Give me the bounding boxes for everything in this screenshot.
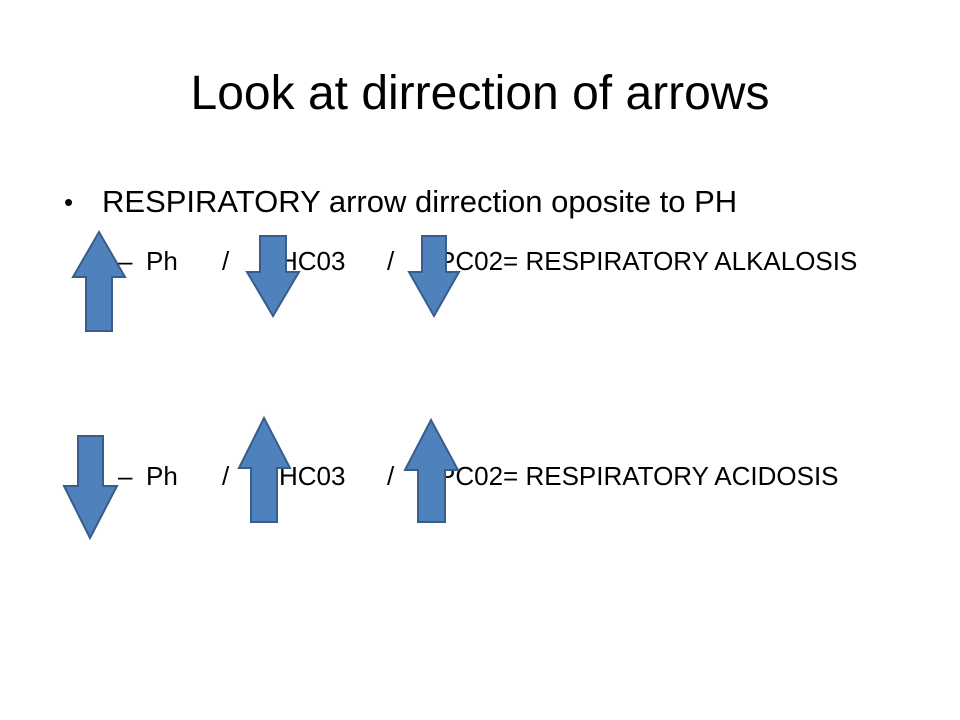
ph-label: Ph xyxy=(146,246,178,276)
bullet-marker: • xyxy=(64,187,74,217)
separator-slash: / xyxy=(387,461,395,491)
pc02-result-label: PC02= RESPIRATORY ALKALOSIS xyxy=(438,246,858,276)
slide-title: Look at dirrection of arrows xyxy=(190,67,770,120)
bullet-text: RESPIRATORY arrow dirrection oposite to … xyxy=(102,184,738,219)
sub-item-dash: – xyxy=(118,461,133,491)
sub-item-acidosis: – Ph / HC03 / PC02= RESPIRATORY ACIDOSIS xyxy=(0,458,960,494)
pc02-result-label: PC02= RESPIRATORY ACIDOSIS xyxy=(438,461,839,491)
separator-slash: / xyxy=(222,246,230,276)
bullet-item: • RESPIRATORY arrow dirrection oposite to… xyxy=(64,180,737,224)
ph-label: Ph xyxy=(146,461,178,491)
sub-item-alkalosis: – Ph / HC03 / PC02= RESPIRATORY ALKALOSI… xyxy=(0,243,960,279)
hc03-label: HC03 xyxy=(279,461,346,491)
hc03-label: HC03 xyxy=(279,246,346,276)
separator-slash: / xyxy=(387,246,395,276)
sub-item-dash: – xyxy=(118,246,133,276)
separator-slash: / xyxy=(222,461,230,491)
